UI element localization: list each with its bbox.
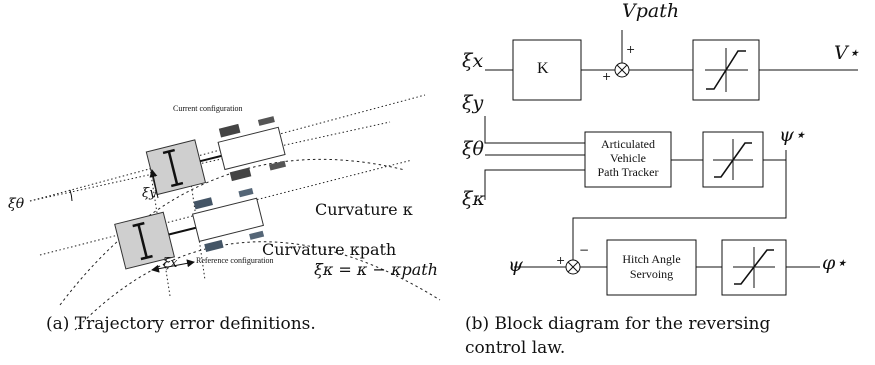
xi-y-arrow	[149, 169, 159, 199]
tracker-label-line1: Articulated	[601, 137, 655, 151]
curvature-arc-path	[74, 241, 441, 331]
trajectory-diagram	[29, 94, 441, 331]
label-curvature-kappa-path: Curvature κpath	[262, 240, 397, 259]
xi-x-arrow	[151, 259, 195, 273]
block-diagram	[484, 30, 858, 296]
feedback-connector	[572, 150, 787, 260]
label-xi-theta: ξθ	[8, 196, 25, 212]
saturation-icons	[705, 48, 775, 288]
label-curvature-kappa: Curvature κ	[315, 200, 413, 219]
label-xi-kappa-equation: ξκ = κ − κpath	[314, 260, 438, 279]
input-xi-kappa: ξκ	[462, 188, 485, 210]
xi-theta-arc	[69, 189, 73, 202]
xi-kappa-connector	[484, 169, 585, 200]
gain-label: K	[537, 60, 549, 77]
input-xi-x: ξx	[462, 50, 484, 72]
saturation-icon	[705, 48, 748, 92]
saturation-icon	[733, 247, 775, 288]
caption-right-line2: control law.	[465, 338, 566, 358]
sum1-plus-top: +	[626, 43, 636, 56]
tracker-label: Articulated Vehicle Path Tracker	[585, 137, 671, 179]
current-vehicle	[145, 116, 287, 196]
label-reference-configuration: Reference configuration	[196, 256, 274, 265]
caption-right-line1: (b) Block diagram for the reversing	[465, 314, 771, 334]
input-psi: ψ	[508, 254, 523, 276]
input-xi-y: ξy	[462, 92, 484, 114]
caption-left: (a) Trajectory error definitions.	[46, 314, 316, 334]
tracker-label-line2: Vehicle	[610, 151, 646, 165]
sum1-plus-left: +	[602, 70, 612, 83]
output-psi-star: ψ⋆	[779, 124, 806, 146]
label-current-configuration: Current configuration	[173, 104, 243, 113]
output-v-star: V⋆	[834, 42, 860, 64]
theta-reference-line	[29, 121, 391, 202]
output-phi-star: φ⋆	[822, 252, 848, 274]
servo-label-line1: Hitch Angle	[622, 252, 681, 266]
tracker-label-line3: Path Tracker	[597, 165, 659, 179]
input-v-path: Vpath	[622, 0, 680, 22]
xi-y-connector	[484, 116, 585, 144]
caption-right: (b) Block diagram for the reversing cont…	[465, 312, 870, 360]
input-xi-theta: ξθ	[462, 138, 484, 160]
sum2-plus: +	[556, 254, 566, 267]
saturation-icon	[713, 139, 753, 180]
sum2-minus: −	[579, 243, 590, 257]
label-xi-x: ξx	[163, 256, 178, 271]
reference-vehicle	[114, 188, 265, 270]
servo-label-line2: Servoing	[629, 267, 674, 281]
label-xi-y: ξy	[142, 186, 157, 201]
servo-label: Hitch Angle Servoing	[607, 252, 696, 282]
